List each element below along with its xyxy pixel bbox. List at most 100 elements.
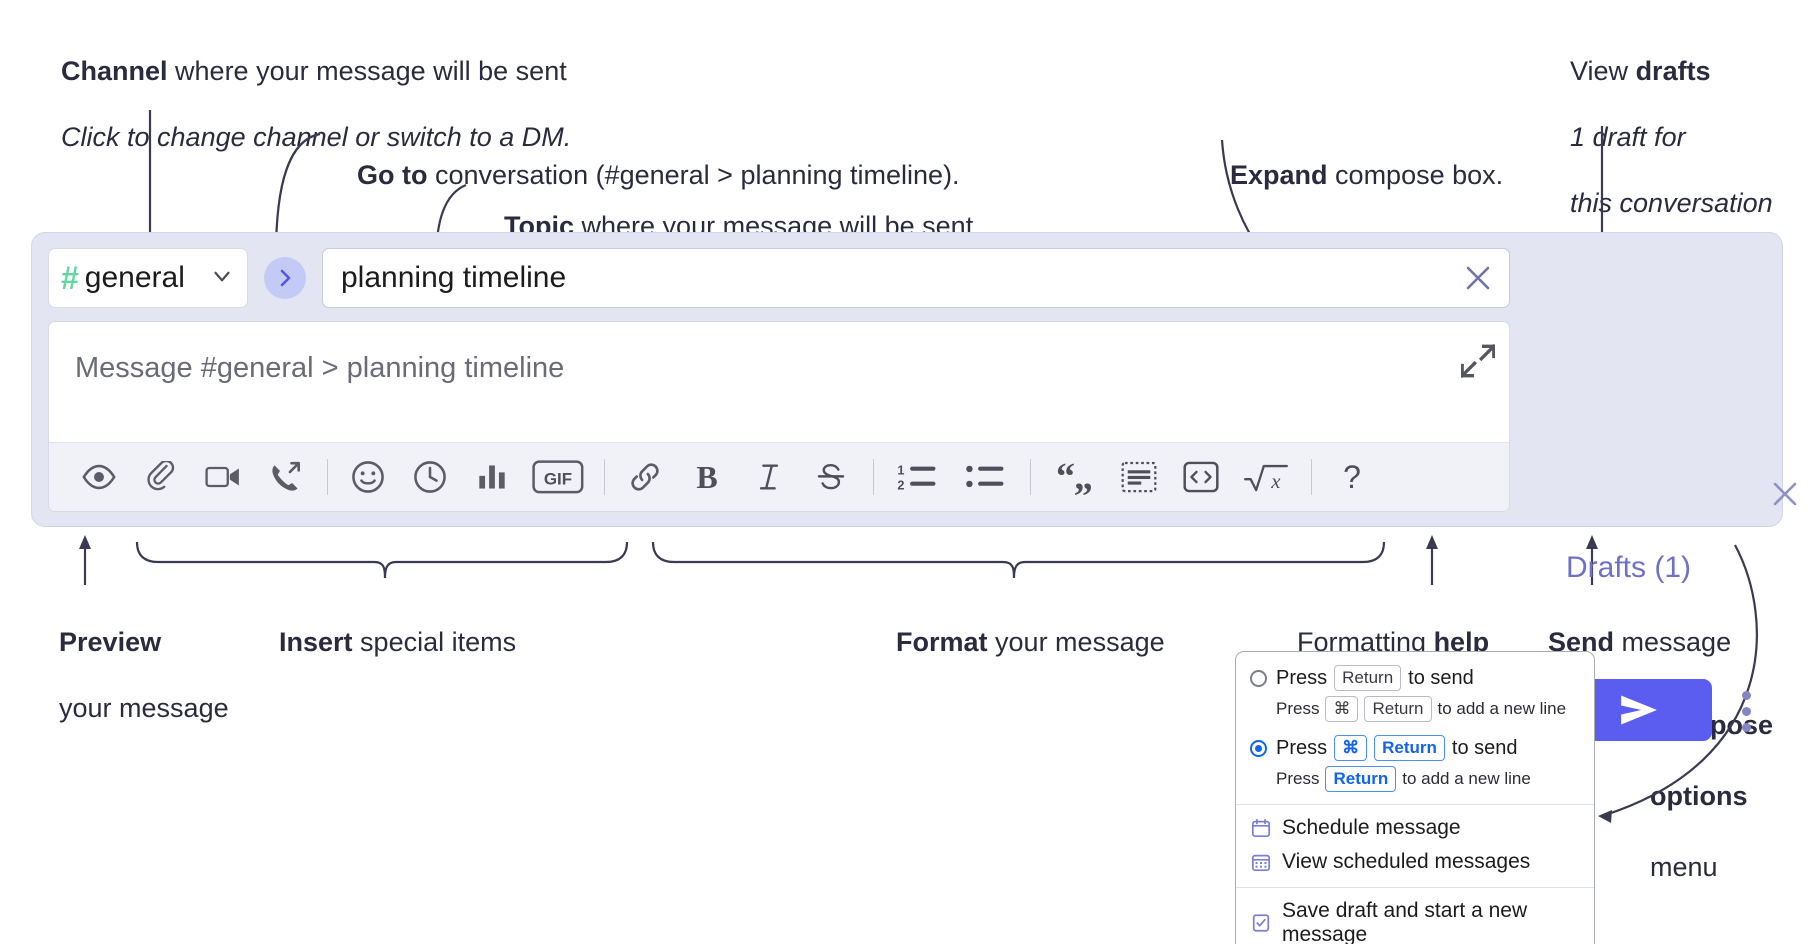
option-cmd-return-to-send-label: Press ⌘ Return to send — [1276, 735, 1518, 762]
annotation-send-rest: message — [1614, 626, 1732, 657]
compose-header-row: # general planning timeline — [48, 247, 1510, 309]
annotation-insert-strong: Insert — [279, 626, 353, 657]
topic-field[interactable]: planning timeline — [322, 248, 1510, 308]
chevron-right-icon — [280, 269, 291, 287]
menu-item-label: View scheduled messages — [1282, 850, 1531, 874]
go-to-conversation-button[interactable] — [264, 257, 306, 299]
italic-icon[interactable] — [745, 453, 793, 501]
annotation-preview: Preview your message — [29, 593, 229, 758]
link-icon[interactable] — [621, 453, 669, 501]
key-return: Return — [1364, 696, 1432, 723]
calendar-list-icon — [1250, 851, 1272, 873]
emoji-icon[interactable] — [344, 453, 392, 501]
annotation-compose-options-line2: options — [1650, 780, 1748, 811]
annotation-channel-rest: where your message will be sent — [167, 55, 567, 86]
compose-inner: # general planning timeline — [48, 247, 1510, 512]
formatting-toolbar: GIF B — [49, 442, 1509, 511]
calendar-schedule-icon — [1250, 817, 1272, 839]
drafts-link[interactable]: Drafts (1) — [1566, 551, 1692, 584]
annotation-preview-strong: Preview — [59, 626, 162, 657]
message-placeholder: Message #general > planning timeline — [75, 352, 565, 384]
clock-icon[interactable] — [406, 453, 454, 501]
channel-selector[interactable]: # general — [48, 248, 248, 308]
annotation-insert: Insert special items — [249, 593, 516, 692]
menu-item-view-scheduled-messages[interactable]: View scheduled messages — [1236, 845, 1594, 879]
bulleted-list-icon[interactable] — [958, 453, 1012, 501]
annotation-drafts: View drafts 1 draft for this conversatio… — [1540, 22, 1773, 253]
video-icon[interactable] — [199, 453, 247, 501]
channel-name: general — [84, 261, 185, 294]
gif-icon[interactable]: GIF — [530, 453, 586, 501]
key-cmd: ⌘ — [1334, 735, 1368, 762]
annotation-drafts-lead: View — [1570, 55, 1636, 86]
opt-b-sub-post: to add a new line — [1402, 769, 1531, 789]
preview-icon[interactable] — [75, 453, 123, 501]
annotation-format-rest: your message — [987, 626, 1165, 657]
blockquote-icon[interactable]: “„ — [1047, 453, 1101, 501]
attachment-icon[interactable] — [137, 453, 185, 501]
strikethrough-icon[interactable] — [807, 453, 855, 501]
svg-text:GIF: GIF — [544, 469, 572, 488]
annotation-expand-strong: Expand — [1230, 159, 1328, 190]
annotation-drafts-italic1: 1 draft for — [1570, 121, 1686, 152]
compose-options-menu: Press Return to send Press ⌘ Return to a… — [1235, 651, 1595, 944]
compose-options-button[interactable] — [1734, 683, 1758, 739]
toolbar-divider — [1030, 459, 1031, 495]
math-icon[interactable]: x — [1239, 453, 1293, 501]
svg-text:x: x — [1270, 470, 1281, 493]
code-icon[interactable] — [1177, 453, 1225, 501]
option-return-to-send-label: Press Return to send — [1276, 665, 1474, 692]
help-icon[interactable]: ? — [1328, 453, 1376, 501]
menu-item-schedule-message[interactable]: Schedule message — [1236, 811, 1594, 845]
toolbar-divider — [1311, 459, 1312, 495]
save-draft-icon — [1250, 912, 1272, 934]
option-return-to-send-sub: Press ⌘ Return to add a new line — [1236, 694, 1594, 726]
menu-item-label: Save draft and start a new message — [1282, 899, 1528, 944]
annotation-expand: Expand compose box. — [1200, 126, 1503, 225]
annotation-goto: Go to conversation (#general > planning … — [327, 126, 960, 225]
blockquote-glyph: “„ — [1056, 455, 1093, 498]
option-return-to-send[interactable]: Press Return to send — [1236, 662, 1594, 694]
message-box[interactable]: Message #general > planning timeline — [48, 321, 1510, 512]
opt-a-sub-pre: Press — [1276, 699, 1320, 719]
send-icon — [1621, 695, 1657, 725]
annotation-compose-options-line3: menu — [1650, 852, 1718, 883]
key-return: Return — [1325, 766, 1397, 793]
topic-value: planning timeline — [341, 261, 567, 294]
close-panel-icon[interactable] — [1767, 476, 1803, 512]
opt-b-sub-pre: Press — [1276, 769, 1320, 789]
annotation-format: Format your message — [866, 593, 1165, 692]
annotation-drafts-italic2: this conversation — [1570, 187, 1773, 218]
opt-a-sub-post: to add a new line — [1437, 699, 1567, 719]
annotation-channel-strong: Channel — [61, 55, 168, 86]
option-cmd-return-to-send-sub: Press Return to add a new line — [1236, 764, 1594, 796]
opt-a-post: to send — [1408, 666, 1474, 689]
key-cmd: ⌘ — [1325, 696, 1359, 723]
menu-divider — [1236, 804, 1594, 806]
code-block-icon[interactable] — [1115, 453, 1163, 501]
expand-compose-icon[interactable] — [1459, 343, 1497, 379]
clear-topic-icon[interactable] — [1461, 261, 1495, 295]
menu-item-save-draft[interactable]: Save draft and start a new message — [1236, 894, 1594, 944]
key-return: Return — [1374, 735, 1445, 762]
annotation-insert-rest: special items — [352, 626, 517, 657]
annotation-goto-strong: Go to — [357, 159, 428, 190]
toolbar-divider — [873, 459, 874, 495]
compose-panel: Drafts (1) # general — [31, 232, 1797, 741]
poll-icon[interactable] — [468, 453, 516, 501]
svg-text:1: 1 — [897, 464, 904, 478]
opt-b-post: to send — [1451, 736, 1518, 759]
menu-item-label: Schedule message — [1282, 816, 1461, 840]
ordered-list-icon[interactable]: 1 2 — [890, 453, 944, 501]
annotation-drafts-strong: drafts — [1635, 55, 1711, 86]
bold-icon[interactable]: B — [683, 453, 731, 501]
annotation-goto-rest: conversation (#general > planning timeli… — [427, 159, 960, 190]
kebab-dot — [1741, 690, 1751, 700]
kebab-dot — [1741, 706, 1751, 716]
option-cmd-return-to-send[interactable]: Press ⌘ Return to send — [1236, 732, 1594, 764]
audio-call-icon[interactable] — [261, 453, 309, 501]
radio-return-to-send[interactable] — [1250, 669, 1267, 687]
key-return: Return — [1334, 665, 1402, 692]
radio-cmd-return-to-send[interactable] — [1250, 739, 1267, 757]
opt-a-pre: Press — [1276, 666, 1328, 689]
